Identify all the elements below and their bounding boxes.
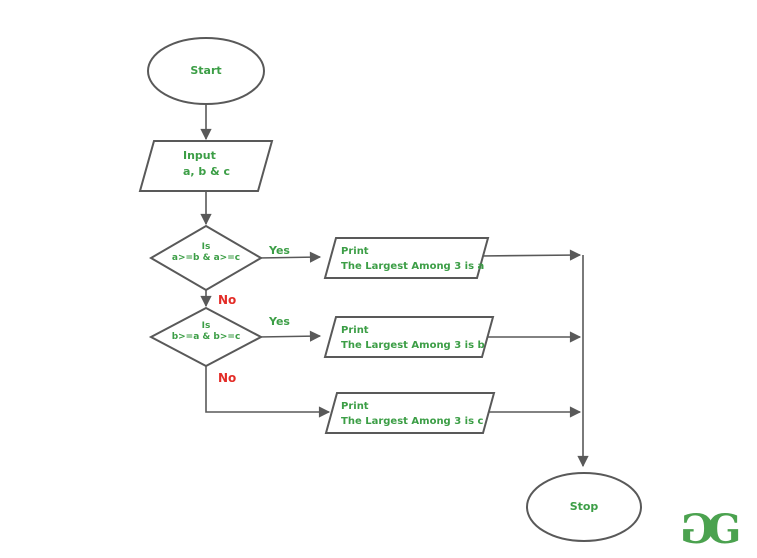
decision1-yes-label: Yes (269, 244, 290, 257)
print-b-label: Print The Largest Among 3 is b (341, 323, 485, 353)
print-a-parallelogram-shape (323, 237, 490, 279)
input-parallelogram-shape (138, 140, 274, 192)
start-label: Start (190, 64, 222, 77)
input-label-line1: Input (183, 149, 216, 162)
decision2-label-line1: Is (201, 321, 211, 331)
decision2-yes-label: Yes (269, 315, 290, 328)
print-b-parallelogram-shape (323, 316, 495, 358)
decision2-label: Is b>=a & b>=c (146, 321, 266, 343)
edge-decision1-yes (257, 251, 322, 263)
logo-g-glyph: G (707, 506, 742, 553)
decision1-label: Is a>=b & a>=c (146, 242, 266, 264)
input-label-line2: a, b & c (183, 165, 231, 178)
decision1-label-line1: Is (201, 242, 211, 252)
print-b-label-line2: The Largest Among 3 is b (341, 340, 485, 351)
print-c-label-line1: Print (341, 401, 369, 412)
input-label: Input a, b & c (183, 148, 230, 180)
decision2-diamond-shape (148, 306, 264, 368)
edge-decision2-no-elbow (205, 364, 331, 418)
decision1-no-label: No (218, 293, 237, 307)
edge-print-a-to-join (478, 249, 582, 261)
decision1-diamond-shape (149, 224, 263, 292)
logo-g-mirrored-glyph: G (680, 506, 715, 553)
decision2-label-line2: b>=a & b>=c (171, 332, 241, 342)
print-a-label: Print The Largest Among 3 is a (341, 244, 484, 274)
edge-decision2-yes (257, 330, 322, 342)
geeksforgeeks-logo: G G (680, 506, 742, 553)
decision1-label-line2: a>=b & a>=c (171, 253, 241, 263)
stop-terminator-shape (526, 472, 642, 542)
decision2-no-label: No (218, 371, 237, 385)
print-a-label-line1: Print (341, 246, 369, 257)
print-a-label-line2: The Largest Among 3 is a (341, 261, 485, 272)
print-c-label-line2: The Largest Among 3 is c (341, 416, 484, 427)
print-c-parallelogram-shape (324, 392, 496, 434)
start-terminator-shape (147, 37, 265, 105)
stop-label: Stop (569, 500, 599, 513)
print-c-label: Print The Largest Among 3 is c (341, 399, 483, 429)
print-b-label-line1: Print (341, 325, 369, 336)
